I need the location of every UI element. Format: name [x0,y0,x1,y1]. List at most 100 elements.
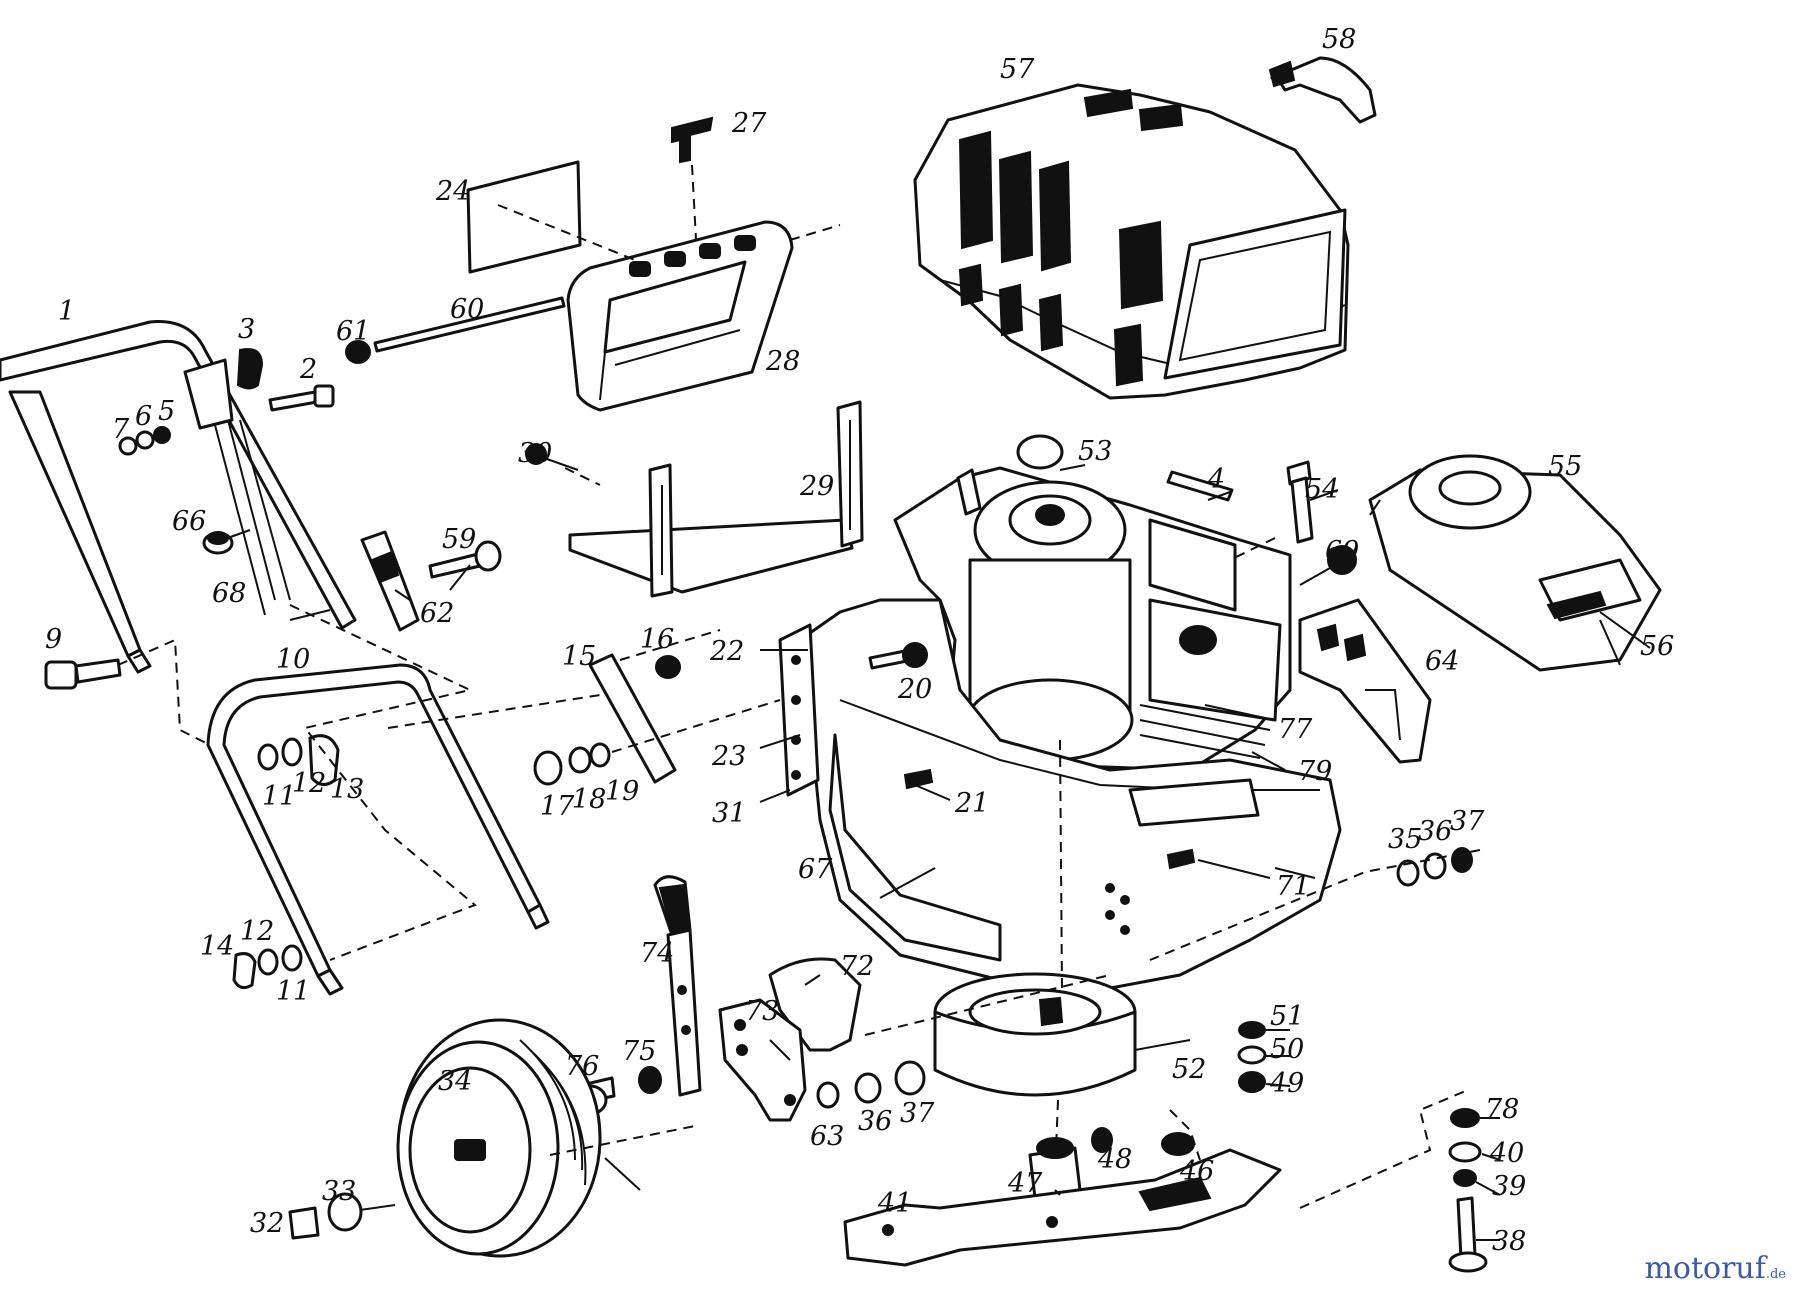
washers-14-12-11 [232,944,303,990]
label-36a: 36 [1418,816,1452,847]
bracket-64 [1298,598,1432,764]
knob-66 [202,531,234,555]
handle-clamp [183,348,264,430]
label-12a: 12 [292,768,326,799]
wheel-34 [396,1018,602,1258]
label-38: 38 [1492,1226,1526,1257]
label-67: 67 [798,854,833,885]
label-56: 56 [1640,631,1674,662]
flap-28 [566,220,794,412]
label-17: 17 [540,791,575,822]
hub-cap-33 [327,1192,396,1232]
bolt-59 [428,540,502,579]
leader-lines [221,464,1651,1241]
grass-catcher-57 [913,83,1350,400]
label-22: 22 [709,636,744,667]
label-69: 69 [1325,536,1359,567]
label-60: 60 [450,294,484,325]
label-4: 4 [1207,464,1225,495]
label-15: 15 [562,641,596,672]
upper-handle [0,320,357,674]
label-35: 35 [1388,824,1422,855]
label-6: 6 [135,401,152,432]
label-1: 1 [58,296,75,327]
label-5: 5 [158,396,175,427]
nut-16 [655,655,681,679]
mower-deck-67 [798,598,1342,992]
label-46: 46 [1179,1156,1214,1187]
washers-11-12-13 [257,734,340,786]
label-77: 77 [1278,714,1313,745]
screw-69 [1299,545,1357,586]
washer-46 [1161,1132,1195,1156]
label-24: 24 [435,176,470,207]
cable-clamp-62 [360,530,420,632]
label-58: 58 [1322,24,1356,55]
label-57: 57 [1000,54,1035,85]
label-28: 28 [765,346,800,377]
label-19: 19 [605,776,639,807]
label-55: 55 [1548,451,1582,482]
label-3: 3 [238,314,255,345]
bolt-2 [268,384,335,412]
cap-32 [288,1206,320,1240]
washers-5-6-7 [118,426,171,456]
label-49: 49 [1269,1068,1304,1099]
part-labels: 1 3 2 7 6 5 61 60 24 27 28 30 29 66 68 5… [45,24,1674,1257]
label-47: 47 [1007,1168,1043,1199]
bolt-38-washers [1448,1108,1488,1273]
label-30: 30 [518,438,552,469]
control-cable [214,419,291,616]
label-9: 9 [45,624,62,655]
label-31: 31 [712,798,746,829]
cover-72 [768,957,862,1052]
engine-cover-55 [1368,454,1662,672]
label-20: 20 [897,674,932,705]
blade-hub-47 [1028,1137,1082,1200]
label-78: 78 [1485,1094,1519,1125]
bracket-31-23 [778,623,820,797]
label-33: 33 [322,1176,356,1207]
washers-35-36-37 [1396,847,1473,887]
washers-51-50-49 [1237,1021,1267,1093]
bracket-15 [588,653,677,784]
label-48: 48 [1097,1144,1132,1175]
bolt-54 [1286,460,1314,544]
bracket-29 [568,400,864,598]
label-40: 40 [1489,1138,1524,1169]
screw-20-22 [868,642,928,670]
label-52: 52 [1172,1054,1206,1085]
label-23: 23 [711,741,746,772]
label-11a: 11 [262,781,296,812]
label-11b: 11 [276,976,310,1007]
label-21: 21 [954,788,989,819]
label-37a: 37 [1450,806,1485,837]
engine-53 [893,434,1292,772]
label-32: 32 [250,1208,284,1239]
label-34: 34 [438,1066,472,1097]
label-74: 74 [640,938,674,969]
lower-handle [206,663,550,996]
label-68: 68 [212,578,246,609]
label-4 [1166,470,1234,502]
label-27: 27 [731,108,767,139]
label-64: 64 [1425,646,1459,677]
label-59: 59 [442,524,476,555]
label-18: 18 [572,784,606,815]
label-50: 50 [1270,1034,1304,1065]
watermark-logo: motoruf.de [1644,1251,1786,1286]
label-75: 75 [622,1036,656,1067]
label-61: 61 [336,316,370,347]
nut-61 [345,340,371,364]
label-29: 29 [799,471,834,502]
washers-63-36-37 [816,1060,926,1109]
label-36b: 36 [858,1106,892,1137]
label-76: 76 [565,1051,599,1082]
label-79: 79 [1298,756,1332,787]
label-37b: 37 [900,1098,935,1129]
screw-30 [525,443,579,471]
label-39: 39 [1492,1171,1526,1202]
blade-adapter-52 [933,972,1137,1097]
carry-handle-58 [1268,56,1377,124]
